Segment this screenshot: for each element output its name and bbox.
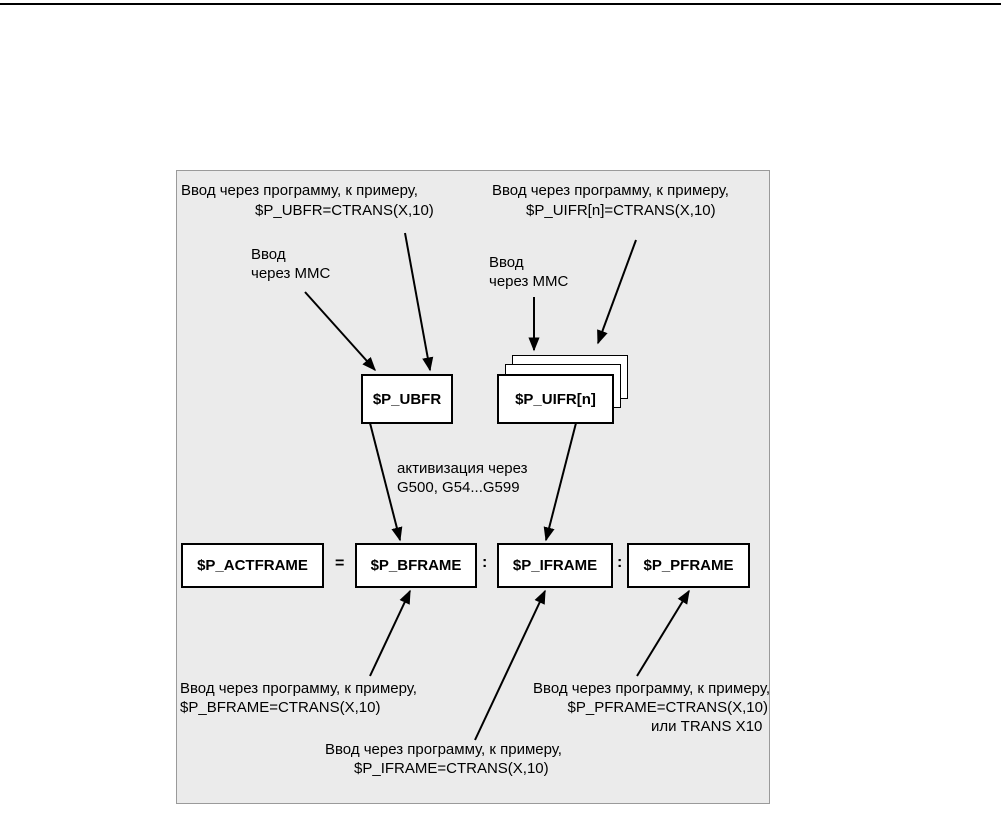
pframe-program-label-line2: $P_PFRAME=CTRANS(X,10): [567, 699, 768, 716]
uifr-program-label-line1: Ввод через программу, к примеру,: [492, 182, 729, 199]
pframe-program-label-line1: Ввод через программу, к примеру,: [533, 680, 770, 697]
mmc1-label-line2: через MMC: [251, 265, 331, 282]
colon-operator-2: :: [617, 554, 623, 571]
iframe-program-label-line1: Ввод через программу, к примеру,: [325, 741, 562, 758]
arrow-mmc-to-ubfr: [304, 291, 376, 372]
diagram-panel: [176, 170, 770, 804]
iframe-box: $P_IFRAME: [497, 543, 613, 588]
arrow-prog-to-bframe: [369, 589, 411, 677]
mmc2-label-line2: через MMC: [489, 273, 569, 290]
arrow-prog-to-ubfr: [404, 232, 434, 372]
colon-operator-1: :: [482, 554, 488, 571]
bframe-program-label-line2: $P_BFRAME=CTRANS(X,10): [180, 699, 381, 716]
arrow-prog-to-pframe: [636, 589, 690, 677]
arrow-prog-to-iframe: [474, 589, 546, 741]
activation-label-line1: активизация через: [397, 460, 528, 477]
arrow-prog-to-uifr: [597, 239, 637, 345]
page-top-rule: [0, 3, 1001, 5]
pframe-program-label-line3: или TRANS X10: [651, 718, 763, 735]
mmc1-label-line1: Ввод: [251, 246, 286, 263]
actframe-box: $P_ACTFRAME: [181, 543, 324, 588]
arrow-ubfr-to-bframe: [369, 422, 403, 542]
uifr-box: $P_UIFR[n]: [497, 374, 614, 424]
ubfr-box: $P_UBFR: [361, 374, 453, 424]
arrow-uifr-to-iframe: [543, 422, 577, 542]
pframe-box: $P_PFRAME: [627, 543, 750, 588]
bframe-box: $P_BFRAME: [355, 543, 477, 588]
mmc2-label-line1: Ввод: [489, 254, 524, 271]
uifr-program-label-line2: $P_UIFR[n]=CTRANS(X,10): [526, 202, 716, 219]
equals-sign: =: [335, 555, 345, 572]
iframe-program-label-line2: $P_IFRAME=CTRANS(X,10): [354, 760, 549, 777]
ubfr-program-label-line1: Ввод через программу, к примеру,: [181, 182, 418, 199]
bframe-program-label-line1: Ввод через программу, к примеру,: [180, 680, 417, 697]
activation-label-line2: G500, G54...G599: [397, 479, 520, 496]
ubfr-program-label-line2: $P_UBFR=CTRANS(X,10): [255, 202, 434, 219]
